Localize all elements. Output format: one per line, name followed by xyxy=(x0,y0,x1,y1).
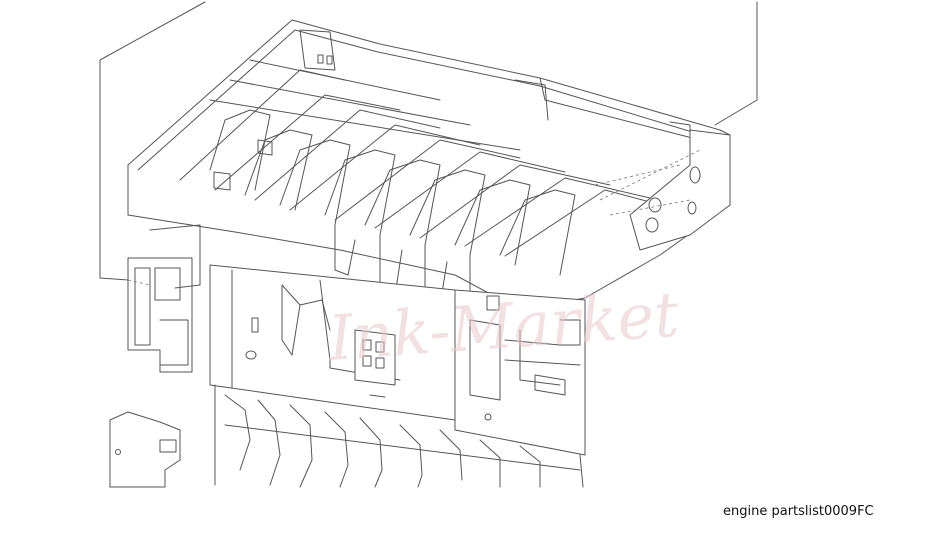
bottom-gear-assembly xyxy=(214,384,584,488)
right-end-plate xyxy=(594,129,731,251)
diagram-caption: engine partslist0009FC xyxy=(723,504,874,519)
left-side-bracket xyxy=(127,224,201,373)
frame-top-surface xyxy=(127,19,731,311)
lower-left-plate xyxy=(109,411,181,488)
back-plate-outline xyxy=(99,1,758,281)
front-right-panel xyxy=(454,289,586,456)
top-clips xyxy=(213,29,691,191)
front-panel xyxy=(209,264,456,421)
